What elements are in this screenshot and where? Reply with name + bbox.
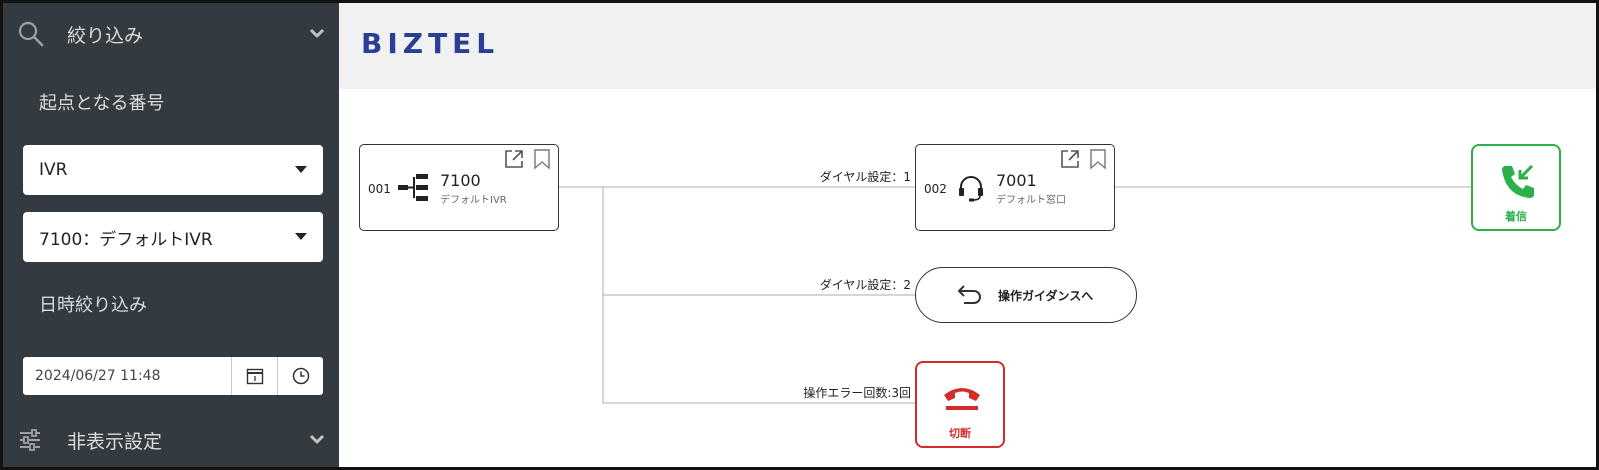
- hide-settings-label: 非表示設定: [67, 430, 163, 453]
- number-select[interactable]: 7100：デフォルトIVR: [23, 212, 323, 262]
- clock-icon: [292, 367, 309, 385]
- number-select-value: 7100：デフォルトIVR: [39, 229, 213, 250]
- datetime-field: [23, 357, 323, 395]
- open-external-icon[interactable]: [1059, 148, 1081, 170]
- guidance-label: 操作ガイダンスへ: [998, 289, 1094, 303]
- origin-number-title: 起点となる番号: [39, 93, 165, 114]
- ivr-node[interactable]: 001 7100 デフォルトIVR: [359, 144, 559, 231]
- edge-label-error-count: 操作エラー回数:3回: [803, 386, 911, 400]
- caret-down-icon: [295, 166, 307, 173]
- type-select[interactable]: IVR: [23, 145, 323, 195]
- filter-label: 絞り込み: [67, 24, 144, 47]
- node-name: デフォルトIVR: [440, 195, 507, 206]
- caret-down-icon: [295, 233, 307, 240]
- incoming-node[interactable]: 着信: [1471, 144, 1561, 231]
- datetime-filter-title: 日時絞り込み: [39, 295, 147, 316]
- flow-connectors: [559, 186, 1471, 404]
- node-extension: 7100: [440, 171, 481, 190]
- incoming-call-icon: [1502, 164, 1534, 198]
- filter-toggle[interactable]: 絞り込み: [17, 17, 327, 51]
- return-arrow-icon: [958, 285, 981, 304]
- calendar-button[interactable]: [231, 357, 277, 395]
- flow-canvas: 001 7100 デフォルトIVR 002: [339, 89, 1596, 467]
- bookmark-icon[interactable]: [533, 148, 551, 170]
- sidebar: 絞り込み 起点となる番号 IVR 7100：デフォルトIVR 日時絞り込み: [3, 3, 339, 467]
- edge-label-dial-1: ダイヤル設定：1: [819, 170, 911, 184]
- open-external-icon[interactable]: [503, 148, 525, 170]
- sliders-icon: [20, 429, 40, 451]
- bookmark-icon[interactable]: [1089, 148, 1107, 170]
- hangup-phone-icon: [944, 388, 980, 410]
- node-number: 002: [924, 182, 947, 196]
- hangup-label: 切断: [949, 427, 971, 440]
- node-name: デフォルト窓口: [996, 195, 1066, 206]
- biztel-logo: BIZTEL: [361, 27, 500, 60]
- chevron-down-icon: [309, 28, 325, 38]
- type-select-value: IVR: [39, 160, 68, 180]
- ivr-tree-icon: [398, 174, 428, 201]
- node-number: 001: [368, 182, 391, 196]
- incoming-label: 着信: [1505, 210, 1527, 223]
- node-extension: 7001: [996, 171, 1037, 190]
- edge-label-dial-2: ダイヤル設定：2: [819, 278, 911, 292]
- hangup-node[interactable]: 切断: [915, 361, 1005, 448]
- guidance-node[interactable]: 操作ガイダンスへ: [915, 267, 1137, 323]
- clock-button[interactable]: [277, 357, 323, 395]
- top-bar: BIZTEL: [339, 3, 1596, 89]
- datetime-input[interactable]: [23, 357, 231, 395]
- chevron-down-icon: [309, 434, 325, 444]
- headset-icon: [959, 176, 983, 202]
- hide-settings-toggle[interactable]: 非表示設定: [17, 423, 327, 457]
- search-icon: [18, 21, 44, 47]
- calendar-icon: [246, 368, 263, 385]
- queue-node[interactable]: 002 7001 デフォルト窓口: [915, 144, 1115, 231]
